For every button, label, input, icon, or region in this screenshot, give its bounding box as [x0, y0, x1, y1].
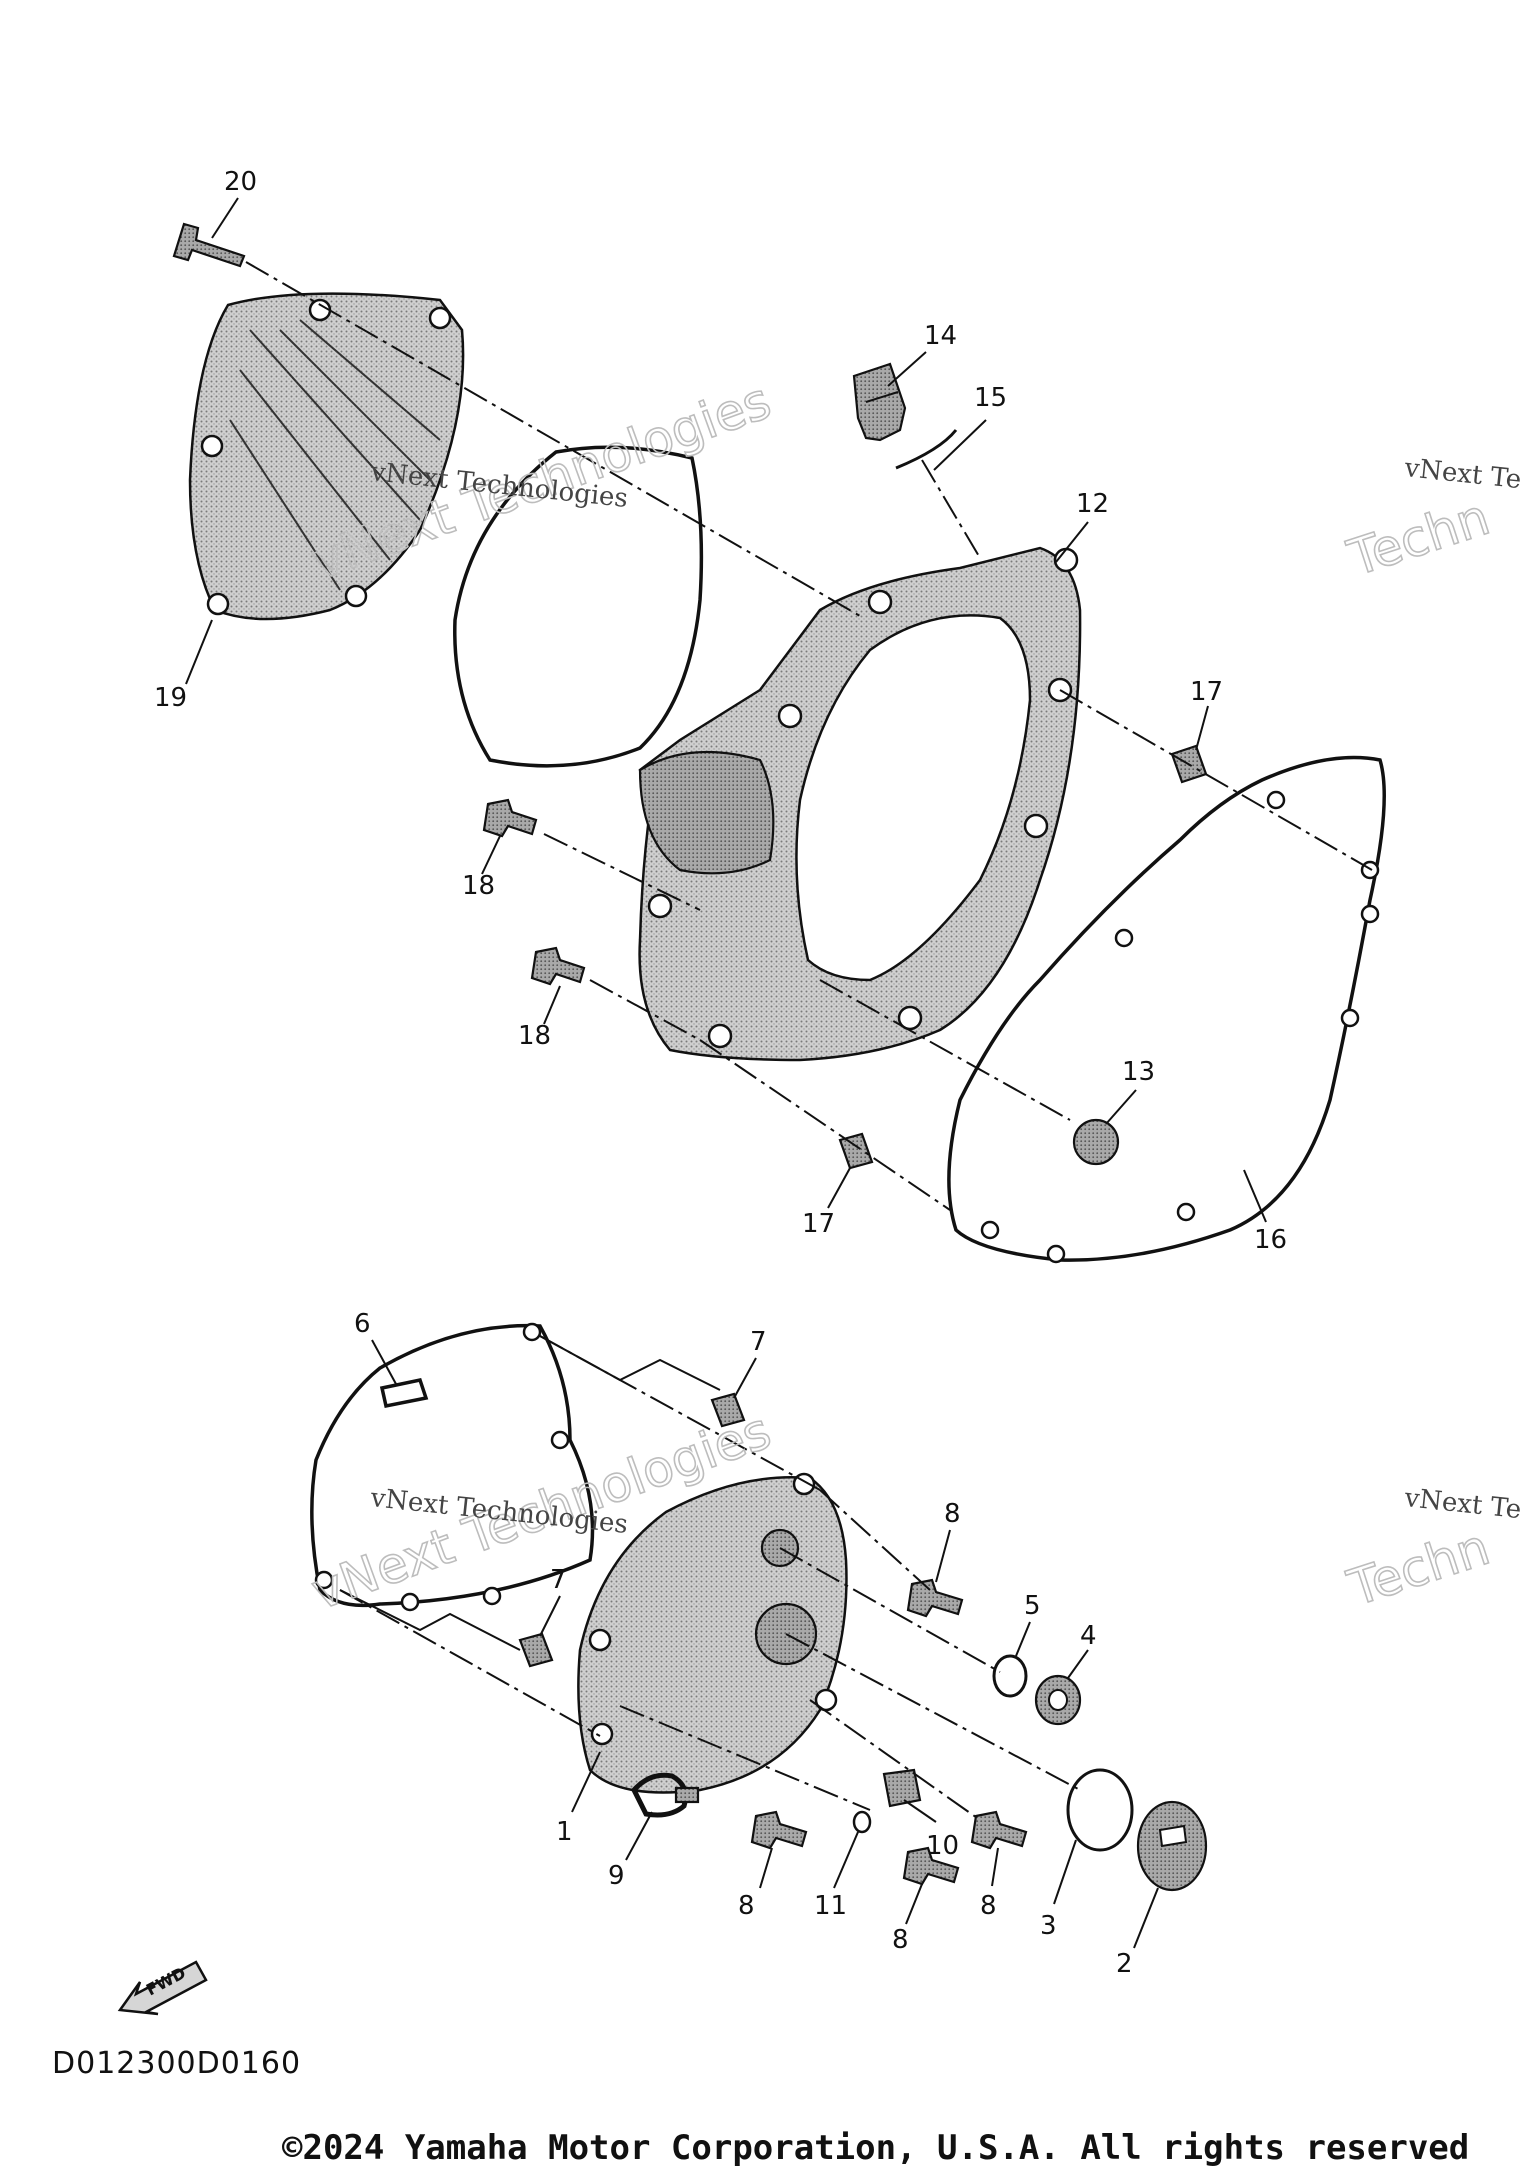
part-7-dowel-upper [710, 1392, 746, 1428]
callout-6: 6 [354, 1309, 371, 1339]
callout-3: 3 [1040, 1911, 1057, 1941]
part-10-fitting [882, 1768, 922, 1808]
part-18-bolt-lower [530, 946, 586, 986]
part-4-seal [1034, 1674, 1082, 1726]
callout-13: 13 [1122, 1057, 1155, 1087]
callout-4: 4 [1080, 1621, 1097, 1651]
callout-16: 16 [1254, 1225, 1287, 1255]
svg-text:vNext Te: vNext Te [1402, 453, 1522, 495]
cover-gasket-upper [453, 445, 704, 768]
callout-12: 12 [1076, 489, 1109, 519]
callout-8-a: 8 [944, 1499, 961, 1529]
callout-14: 14 [924, 321, 957, 351]
callout-10: 10 [926, 1831, 959, 1861]
copyright-notice: ©2024 Yamaha Motor Corporation, U.S.A. A… [282, 2128, 1470, 2168]
part-20-bolt [172, 222, 246, 268]
callout-leaders [185, 197, 1267, 1949]
part-15-o-ring [895, 429, 958, 470]
svg-text:vNext Te: vNext Te [1402, 1483, 1522, 1525]
part-9-clamp [631, 1772, 700, 1818]
callouts: 20 19 14 15 12 17 18 18 13 17 16 6 7 8 7… [154, 167, 1287, 1979]
callout-18-upper: 18 [462, 871, 495, 901]
svg-text:Techn: Techn [1341, 488, 1497, 588]
fwd-arrow-icon: FWD [117, 1960, 208, 2016]
callout-8-d: 8 [980, 1891, 997, 1921]
callout-18-lower: 18 [518, 1021, 551, 1051]
part-12-crankcase-cover [638, 546, 1120, 1166]
part-18-bolt-upper [482, 798, 538, 838]
part-8-bolt-c [902, 1846, 960, 1886]
callout-7-upper: 7 [750, 1327, 767, 1357]
callout-17-bottom: 17 [802, 1209, 835, 1239]
part-13-seal [1072, 1118, 1120, 1166]
part-5-o-ring [992, 1654, 1028, 1698]
part-2-cap [1136, 1800, 1208, 1892]
part-1-cover [577, 1472, 848, 1794]
callout-11: 11 [814, 1891, 847, 1921]
watermark-4: Techn vNext Te [1340, 1483, 1523, 1619]
part-7-dowel-lower [518, 1632, 554, 1668]
watermark-2: Techn vNext Te [1340, 453, 1523, 589]
callout-15: 15 [974, 383, 1007, 413]
callout-5: 5 [1024, 1591, 1041, 1621]
diagram-code: D012300D0160 [52, 2046, 302, 2081]
callout-17-top: 17 [1190, 677, 1223, 707]
callout-7-lower: 7 [550, 1565, 567, 1595]
callout-20: 20 [224, 167, 257, 197]
part-8-bolt-d [970, 1810, 1028, 1850]
part-6-gasket [310, 1323, 595, 1608]
callout-19: 19 [154, 683, 187, 713]
part-17-dowel-bottom [838, 1132, 874, 1170]
part-3-o-ring [1066, 1768, 1134, 1852]
part-11-washer [852, 1810, 872, 1834]
callout-8-b: 8 [738, 1891, 755, 1921]
part-14-plug [852, 362, 907, 442]
callout-1: 1 [556, 1817, 573, 1847]
callout-8-c: 8 [892, 1925, 909, 1955]
callout-2: 2 [1116, 1949, 1133, 1979]
callout-9: 9 [608, 1861, 625, 1891]
part-8-bolt-a [906, 1578, 964, 1618]
part-8-bolt-b [750, 1810, 808, 1850]
svg-text:Techn: Techn [1341, 1518, 1497, 1618]
part-19-cover [188, 292, 465, 621]
